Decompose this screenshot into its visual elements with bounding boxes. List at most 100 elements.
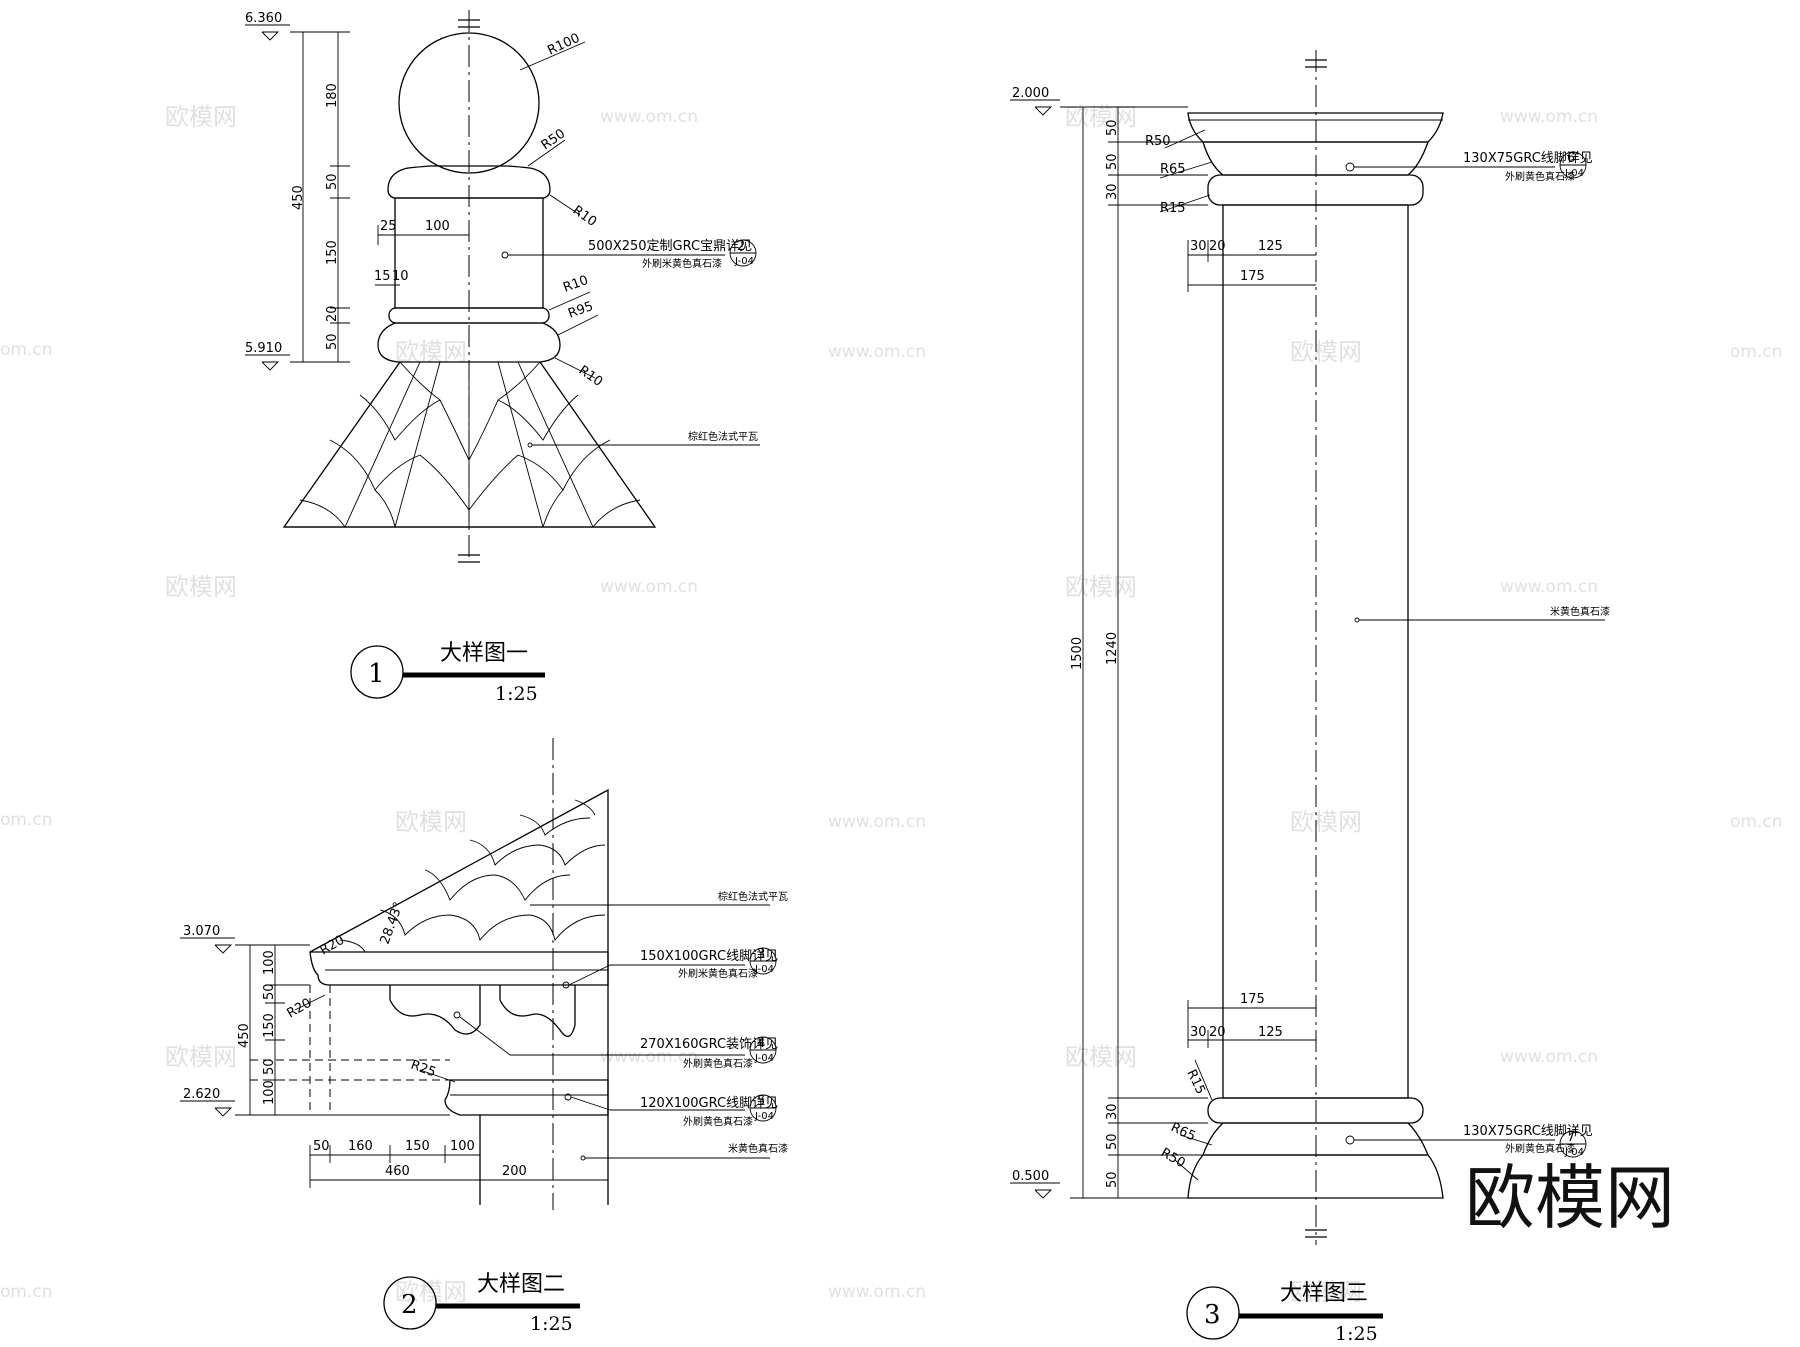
radius-label: R50 bbox=[539, 126, 569, 153]
finial-ball bbox=[398, 32, 540, 174]
detail-scale: 1:25 bbox=[530, 1313, 573, 1335]
dim-label: 50 bbox=[325, 173, 340, 190]
watermark: www.om.cn bbox=[1500, 1047, 1598, 1067]
elevation-mark: 6.360 bbox=[245, 11, 310, 41]
svg-text:3.070: 3.070 bbox=[183, 924, 220, 939]
detail-title-1: 1 大样图一 1:25 bbox=[350, 641, 545, 705]
dim-label: 50 bbox=[262, 1058, 277, 1075]
dim-label: 1240 bbox=[1105, 632, 1120, 665]
detail-title: 大样图三 bbox=[1280, 1281, 1368, 1306]
dim-label: 30 bbox=[1190, 1025, 1207, 1040]
detail-ref-bubble: 3 J-04 bbox=[749, 947, 777, 975]
bracket bbox=[499, 985, 576, 1037]
elevation-mark: 2.620 bbox=[180, 1087, 235, 1117]
radius-label: R10 bbox=[570, 203, 600, 230]
watermark: 欧模网 bbox=[165, 1043, 237, 1071]
detail-scale: 1:25 bbox=[1335, 1323, 1378, 1345]
note-text: 米黄色真石漆 bbox=[1550, 605, 1610, 618]
note-text: 外刷黄色真石漆 bbox=[1505, 1142, 1575, 1155]
watermark: 欧模网 bbox=[1290, 808, 1362, 836]
watermark: 欧模网 bbox=[1290, 1278, 1362, 1306]
dim-label: 460 bbox=[385, 1164, 410, 1179]
note-text: 外刷米黄色真石漆 bbox=[642, 257, 722, 270]
dim-label: 10 bbox=[392, 269, 409, 284]
watermark: om.cn bbox=[1730, 812, 1783, 832]
dim-label: 100 bbox=[425, 219, 450, 234]
detail-2: 28.43° R20 R20 R25 棕红色法式平瓦 150X100GRC线脚详… bbox=[180, 738, 788, 1335]
watermark: om.cn bbox=[0, 810, 53, 830]
radius-label: R50 bbox=[1145, 134, 1171, 149]
watermark: www.om.cn bbox=[828, 812, 926, 832]
note-text: 米黄色真石漆 bbox=[728, 1142, 788, 1155]
detail-ref-bubble: 4 J-04 bbox=[749, 1036, 777, 1064]
svg-text:1: 1 bbox=[368, 659, 385, 689]
tile-roof-1 bbox=[282, 361, 657, 528]
dim-label: 30 bbox=[1105, 183, 1120, 200]
watermark: www.om.cn bbox=[600, 107, 698, 127]
tile-roof-2 bbox=[309, 788, 609, 953]
elevation-mark: 3.070 bbox=[180, 924, 235, 954]
angle-label: 28.43° bbox=[378, 900, 407, 946]
watermark: om.cn bbox=[0, 340, 53, 360]
dim-label: 125 bbox=[1258, 1025, 1283, 1040]
radius-label: R65 bbox=[1168, 1120, 1198, 1144]
note-text: 120X100GRC线脚详见 bbox=[640, 1095, 778, 1111]
dim-label: 100 bbox=[450, 1139, 475, 1154]
watermark: www.om.cn bbox=[828, 342, 926, 362]
detail-title-2: 2 大样图二 1:25 bbox=[383, 1272, 580, 1335]
upper-cap bbox=[387, 165, 551, 199]
watermark: 欧模网 bbox=[165, 103, 237, 131]
svg-text:J-04: J-04 bbox=[734, 256, 754, 267]
dim-label: 200 bbox=[502, 1164, 527, 1179]
dim-label: 175 bbox=[1240, 992, 1265, 1007]
dim-label: 15 bbox=[374, 269, 391, 284]
dim-label: 450 bbox=[291, 185, 306, 210]
detail-1: R100 R50 R10 R10 R95 R10 500X250定制GRC宝鼎详… bbox=[245, 10, 760, 705]
svg-text:2.000: 2.000 bbox=[1012, 86, 1049, 101]
svg-text:J-04: J-04 bbox=[754, 964, 774, 975]
detail-3: R50 R65 R15 R15 R65 R50 130X75GRC线脚详见 外刷… bbox=[1010, 50, 1610, 1345]
svg-text:4: 4 bbox=[757, 1036, 765, 1051]
svg-text:3: 3 bbox=[1204, 1300, 1221, 1330]
radius-label: R100 bbox=[545, 31, 582, 59]
note-text: 270X160GRC装饰详见 bbox=[640, 1037, 778, 1052]
svg-text:2: 2 bbox=[737, 239, 745, 254]
note-text: 棕红色法式平瓦 bbox=[718, 890, 788, 903]
radius-label: R10 bbox=[576, 363, 606, 390]
watermark: 欧模网 bbox=[395, 1278, 467, 1306]
watermark: 欧模网 bbox=[1065, 103, 1137, 131]
svg-text:0.500: 0.500 bbox=[1012, 1169, 1049, 1184]
dim-label: 100 bbox=[262, 950, 277, 975]
svg-text:3: 3 bbox=[757, 947, 765, 962]
dim-label: 150 bbox=[405, 1139, 430, 1154]
watermark: www.om.cn bbox=[1500, 107, 1598, 127]
watermark: 欧模网 bbox=[165, 573, 237, 601]
dim-label: 50 bbox=[1105, 1133, 1120, 1150]
dim-label: 160 bbox=[348, 1139, 373, 1154]
svg-text:5.910: 5.910 bbox=[245, 341, 282, 356]
cornice-molding bbox=[309, 951, 609, 986]
dim-label: 100 bbox=[262, 1080, 277, 1105]
watermark: 欧模网 bbox=[395, 808, 467, 836]
svg-text:J-04: J-04 bbox=[754, 1111, 774, 1122]
detail-ref-bubble: 6 J-04 bbox=[1559, 151, 1587, 179]
dim-label: 25 bbox=[380, 219, 397, 234]
watermark: www.om.cn bbox=[600, 577, 698, 597]
lower-molding bbox=[444, 1079, 609, 1116]
watermarks: 欧模网 www.om.cn 欧模网 www.om.cn om.cn 欧模网 ww… bbox=[0, 103, 1783, 1306]
svg-text:6.360: 6.360 bbox=[245, 11, 282, 26]
detail-title: 大样图一 bbox=[440, 641, 528, 666]
note-text: 500X250定制GRC宝鼎详见 bbox=[588, 239, 752, 254]
dim-label: 30 bbox=[1190, 239, 1207, 254]
svg-text:2.620: 2.620 bbox=[183, 1087, 220, 1102]
elevation-mark: 2.000 bbox=[1010, 86, 1088, 116]
watermark: om.cn bbox=[1730, 342, 1783, 362]
svg-text:2: 2 bbox=[401, 1290, 418, 1320]
svg-text:5: 5 bbox=[757, 1094, 765, 1109]
watermark: om.cn bbox=[0, 1282, 53, 1302]
dim-label: 150 bbox=[262, 1013, 277, 1038]
dim-label: 150 bbox=[325, 240, 340, 265]
note-text: 外刷黄色真石漆 bbox=[1505, 170, 1575, 183]
dim-label: 180 bbox=[325, 83, 340, 108]
